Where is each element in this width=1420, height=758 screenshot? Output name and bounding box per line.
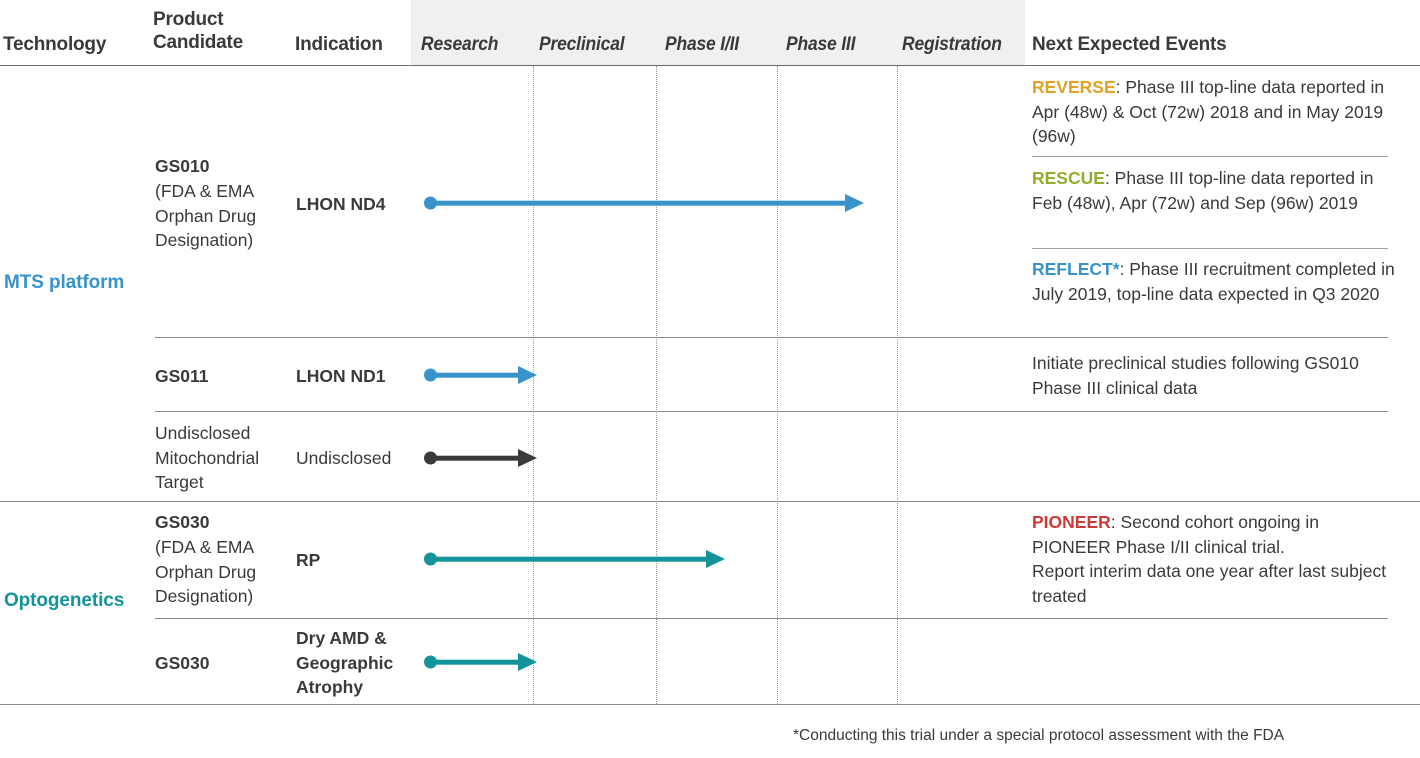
arrow-head [706,550,725,568]
indication-undisclosed: Undisclosed [296,448,392,468]
row-divider-gs011 [155,411,1388,412]
table-bottom-rule [0,704,1420,705]
pipeline-arrow-gs030-rp [424,549,726,569]
stage-separator-phase3-registration [897,66,898,704]
product-name-gs010: GS010 [155,156,210,176]
row-divider-gs010 [155,337,1388,338]
indication-dry-amd-line3: Atrophy [296,677,364,697]
events-gs011: Initiate preclinical studies following G… [1032,353,1359,398]
arrow-head [518,449,537,467]
trial-text-rescue: : Phase III top-line data reported in Fe… [1032,168,1374,213]
indication-rp: RP [296,550,321,570]
events-gs010-rescue: RESCUE: Phase III top-line data reported… [1032,166,1402,215]
trial-tag-reflect: REFLECT* [1032,259,1120,279]
product-candidate-gs030-rp: GS030 [155,510,290,535]
technology-label-mts-platform: MTS platform [4,272,125,293]
column-header-phase-3: Phase III [786,34,856,55]
indication-dry-amd-line1: Dry AMD & [296,628,387,648]
events-divider-1 [1032,156,1388,157]
column-header-research: Research [421,34,499,55]
arrow-head [845,194,864,212]
header-bottom-rule [0,65,1420,66]
product-candidate-gs010: GS010 [155,154,290,179]
trial-tag-reverse: REVERSE [1032,77,1116,97]
column-header-product-candidate: Product Candidate [153,8,273,54]
product-note-gs010: (FDA & EMA Orphan Drug Designation) [155,179,290,253]
trial-text-pioneer-line2: Report interim data one year after last … [1032,561,1387,606]
arrow-head [518,653,537,671]
footnote: *Conducting this trial under a special p… [793,727,1285,744]
events-gs010-reflect: REFLECT*: Phase III recruitment complete… [1032,257,1402,306]
indication-lhon-nd4: LHON ND4 [296,194,386,214]
technology-divider [0,501,1420,502]
trial-tag-rescue: RESCUE [1032,168,1105,188]
row-divider-gs030-rp [155,618,1388,619]
arrow-shaft [429,372,519,378]
product-undisclosed-line2: Mitochondrial [155,447,260,468]
product-note-gs010-line2: Orphan Drug [155,205,257,226]
technology-label-optogenetics: Optogenetics [4,590,125,611]
arrow-shaft [429,556,707,562]
column-header-preclinical: Preclinical [539,34,625,55]
column-header-product-candidate-line2: Candidate [153,32,244,53]
column-header-technology: Technology [3,34,107,55]
arrow-shaft [429,200,846,206]
column-header-registration: Registration [902,34,1002,55]
stage-separator-research-preclinical [533,66,534,704]
trial-text-pioneer-line1: : Second cohort ongoing in PIONEER Phase… [1032,512,1319,557]
pipeline-arrow-gs011 [424,365,537,385]
product-undisclosed-line1: Undisclosed [155,423,251,443]
stage-separator-preclinical-phase12 [656,66,657,704]
product-candidate-gs030-amd: GS030 [155,653,210,673]
arrow-shaft [429,659,519,665]
column-header-phase-1-2: Phase I/II [665,34,739,55]
stage-header-band [411,0,1025,65]
column-header-next-expected-events: Next Expected Events [1032,34,1227,55]
product-note-gs030-line1: (FDA & EMA [155,537,255,557]
product-name-gs030: GS030 [155,512,210,532]
indication-dry-amd: Dry AMD & Geographic Atrophy [296,626,414,700]
events-gs030-pioneer: PIONEER: Second cohort ongoing in PIONEE… [1032,510,1402,608]
indication-dry-amd-line2: Geographic [296,652,394,673]
column-header-product-candidate-line1: Product [153,9,224,30]
events-gs010-reverse: REVERSE: Phase III top-line data reporte… [1032,75,1402,149]
arrow-head [518,366,537,384]
pipeline-arrow-gs010 [424,193,864,213]
product-candidate-undisclosed: Undisclosed Mitochondrial Target [155,421,290,495]
events-divider-2 [1032,248,1388,249]
indication-lhon-nd1: LHON ND1 [296,366,386,386]
product-note-gs030-line2: Orphan Drug [155,561,257,582]
arrow-shaft [429,455,519,461]
product-note-gs030: (FDA & EMA Orphan Drug Designation) [155,535,290,609]
product-note-gs010-line3: Designation) [155,230,254,250]
product-undisclosed-line3: Target [155,472,204,492]
stage-separator-phase12-phase3 [777,66,778,704]
pipeline-arrow-undisclosed [424,448,537,468]
pipeline-arrow-gs030-amd [424,652,537,672]
trial-text-reflect: : Phase III recruitment completed in Jul… [1032,259,1395,304]
product-note-gs010-line1: (FDA & EMA [155,181,255,201]
trial-text-reverse: : Phase III top-line data reported in Ap… [1032,77,1385,147]
product-candidate-gs011: GS011 [155,366,209,386]
trial-tag-pioneer: PIONEER [1032,512,1111,532]
product-note-gs030-line3: Designation) [155,586,254,606]
column-header-indication: Indication [295,34,383,55]
